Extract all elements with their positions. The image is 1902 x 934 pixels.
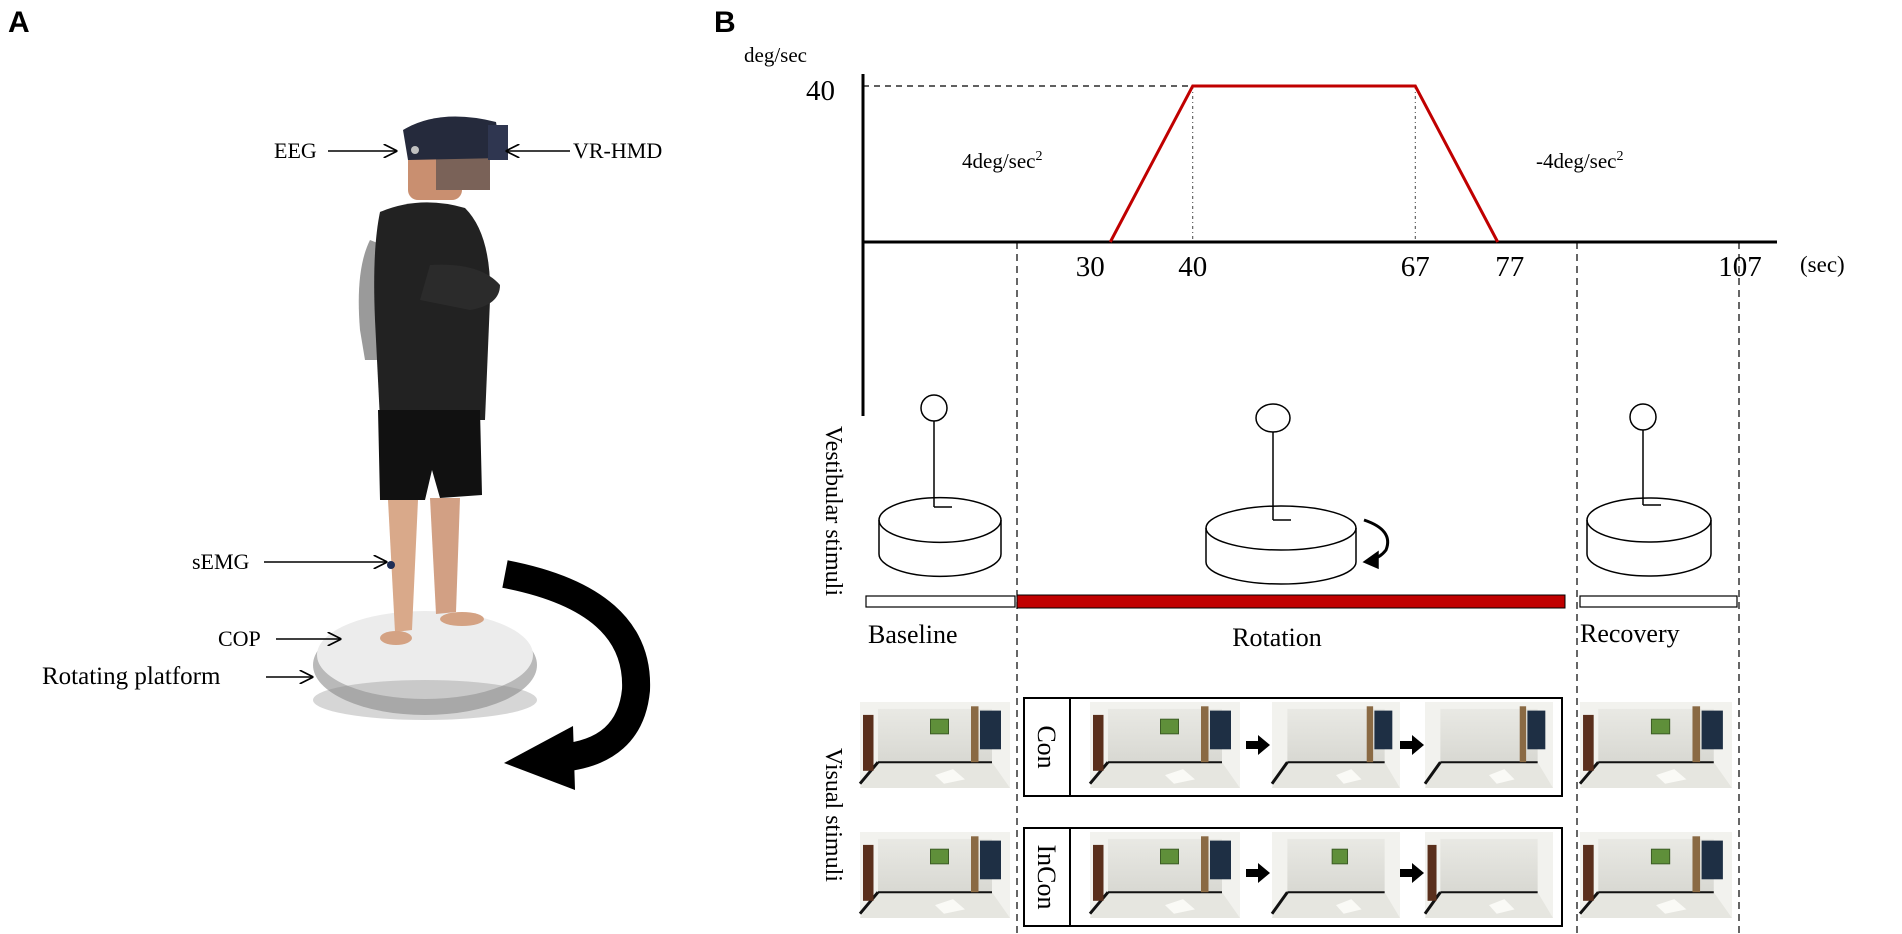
rotation-arrow — [502, 560, 651, 790]
semg-label: sEMG — [192, 549, 250, 574]
phase-label-recovery: Recovery — [1580, 619, 1680, 648]
arrow-right-icon — [1246, 735, 1270, 755]
room-thumbnail — [858, 702, 1010, 788]
x-tick-30: 30 — [1076, 251, 1105, 283]
room-thumbnail — [858, 832, 1010, 918]
room-thumbnail — [1578, 702, 1732, 788]
baseline-bar — [865, 595, 1016, 608]
recovery-bar — [1579, 595, 1738, 608]
vr-hmd-label: VR-HMD — [573, 138, 662, 163]
velocity-profile-line — [1108, 84, 1500, 243]
panel-label-b: B — [714, 6, 736, 39]
eeg-label: EEG — [274, 138, 317, 163]
rotating-platform-label: Rotating platform — [42, 663, 221, 690]
room-thumbnail — [1578, 832, 1732, 918]
decel-annotation: -4deg/sec2 — [1536, 149, 1623, 173]
platform-icon-recovery — [1586, 403, 1712, 577]
room-thumbnail — [1270, 832, 1400, 918]
room-thumbnails — [858, 702, 1732, 918]
con-box — [1023, 697, 1563, 797]
condition-label-incon: InCon — [1032, 845, 1061, 910]
cop-label: COP — [218, 626, 261, 651]
velocity-chart: deg/sec 40 30 40 67 77 107 (sec) 4deg/se… — [744, 43, 1845, 416]
participant-photo — [313, 116, 537, 720]
platform-top — [317, 611, 533, 699]
rotation-bar — [1016, 594, 1566, 609]
x-tick-77: 77 — [1495, 251, 1524, 283]
semg-sensor — [387, 561, 395, 569]
y-tick-40: 40 — [806, 75, 835, 107]
room-thumbnail — [1423, 702, 1553, 788]
incon-box — [1023, 827, 1563, 927]
room-thumbnail — [1088, 702, 1240, 788]
rotation-direction-icon — [1362, 550, 1379, 570]
vestibular-stimuli-label: Vestibular stimuli — [820, 426, 846, 596]
platform-icon-rotation — [1205, 403, 1390, 585]
arrow-right-icon — [1400, 735, 1424, 755]
platform-icon-baseline — [878, 394, 1002, 578]
panel-label-a: A — [8, 6, 30, 39]
condition-label-con: Con — [1032, 725, 1061, 768]
arrow-right-icon — [1400, 863, 1424, 883]
x-axis-unit: (sec) — [1800, 252, 1845, 277]
arrow-right-icon — [1246, 863, 1270, 883]
room-thumbnail — [1088, 832, 1240, 918]
room-thumbnail — [1423, 832, 1553, 918]
accel-annotation: 4deg/sec2 — [962, 149, 1042, 173]
y-axis-label: deg/sec — [744, 43, 807, 67]
visual-stimuli-label: Visual stimuli — [820, 748, 846, 882]
x-tick-40: 40 — [1178, 251, 1207, 283]
x-tick-67: 67 — [1401, 251, 1430, 283]
x-tick-107: 107 — [1718, 251, 1762, 283]
phase-label-rotation: Rotation — [1232, 623, 1322, 652]
room-thumbnail — [1270, 702, 1400, 788]
phase-label-baseline: Baseline — [868, 620, 958, 649]
